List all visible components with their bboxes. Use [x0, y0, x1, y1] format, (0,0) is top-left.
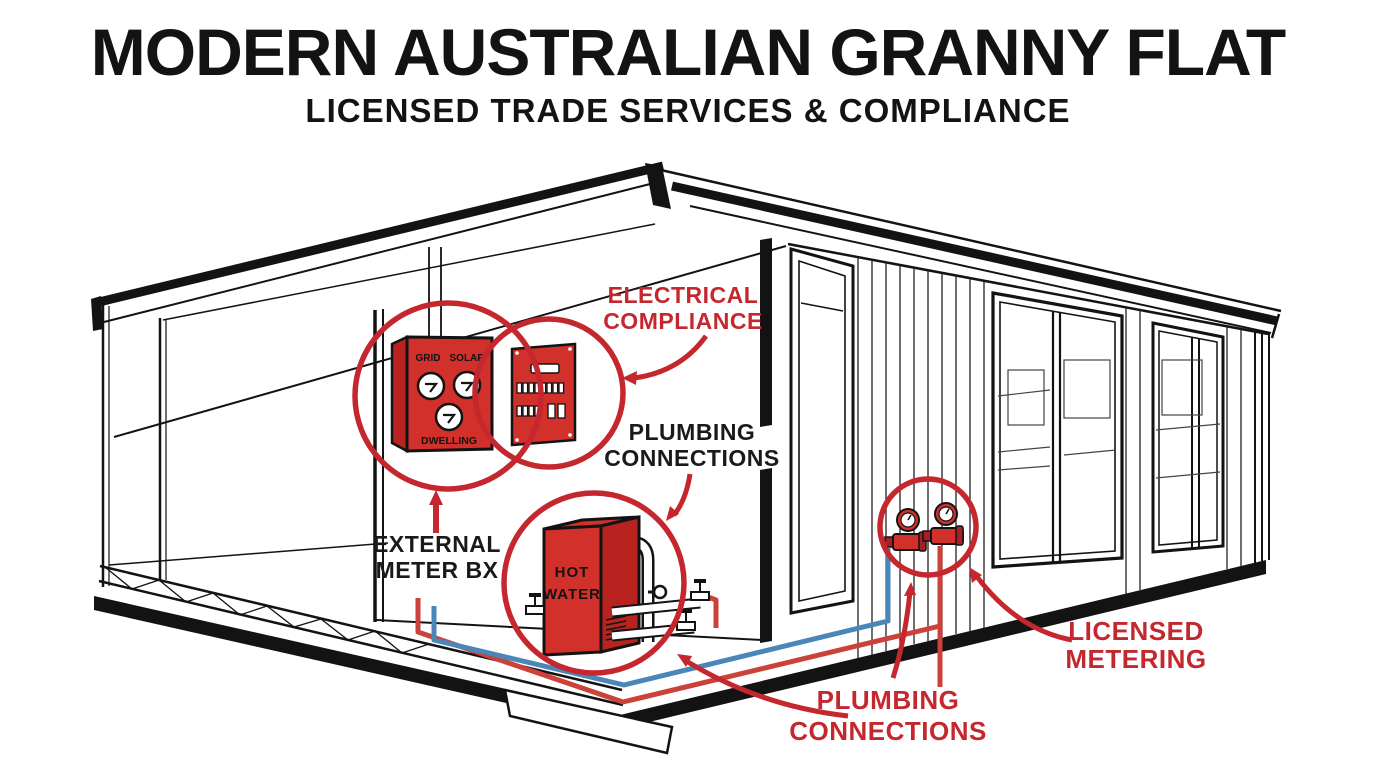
label-licensed-metering: LICENSED METERING: [969, 567, 1206, 674]
plumbing-upper-line1: PLUMBING: [629, 419, 756, 445]
plumbing-lower-arrow-left: [686, 659, 849, 719]
plumbing-valve: [525, 593, 545, 615]
external-meter-line1: EXTERNAL: [373, 531, 501, 557]
page-subtitle: LICENSED TRADE SERVICES & COMPLIANCE: [305, 92, 1071, 129]
meter-dial-dwelling: [434, 402, 464, 432]
label-plumbing-connections-upper: PLUMBING CONNECTIONS: [604, 419, 779, 521]
meter-conduit: [428, 247, 442, 337]
roof-left-endcap: [91, 296, 103, 331]
plumbing-upper-arrow: [672, 473, 693, 517]
electrical-compliance-line1: ELECTRICAL: [608, 282, 759, 308]
header: MODERN AUSTRALIAN GRANNY FLAT LICENSED T…: [0, 16, 1376, 130]
water-meter-gauges: [884, 502, 964, 552]
window-2-shelves: [1155, 359, 1221, 479]
slab-foot: [503, 688, 674, 755]
meter-grid-label: GRID: [416, 353, 441, 364]
plumbing-valve: [676, 609, 696, 631]
licensed-metering-arrow: [976, 576, 1073, 643]
plumbing-lower-arrow-up: [890, 591, 913, 679]
hw-label-line2: WATER: [543, 586, 601, 603]
water-meter-2: [922, 502, 964, 546]
plumbing-valves: [525, 579, 710, 631]
window-1-shelves: [997, 359, 1117, 471]
meter-dwelling-label: DWELLING: [421, 435, 477, 447]
hot-water-unit: HOT WATER: [542, 515, 701, 657]
label-electrical-compliance: ELECTRICAL COMPLIANCE: [603, 282, 763, 385]
highlight-ring-switchboard: [472, 316, 626, 470]
page-title: MODERN AUSTRALIAN GRANNY FLAT: [90, 15, 1286, 89]
roof-ridge-block: [645, 163, 671, 209]
hw-label-line1: HOT: [555, 564, 590, 581]
meter-solar-label: SOLAR: [450, 353, 486, 364]
licensed-metering-line1: LICENSED: [1068, 616, 1203, 646]
meter-dial-grid: [416, 371, 446, 401]
window-2: [1151, 321, 1225, 554]
entry-door: [789, 247, 855, 615]
window-1: [991, 291, 1124, 569]
plumbing-lower-line1: PLUMBING: [817, 685, 960, 715]
corner-post: [760, 238, 772, 643]
electrical-compliance-line2: COMPLIANCE: [603, 308, 763, 334]
breaker-row-1: [516, 382, 565, 394]
plumbing-upper-line2: CONNECTIONS: [604, 445, 779, 471]
hw-vent-slats: [605, 615, 627, 641]
label-external-meter-box: EXTERNAL METER BX: [373, 490, 501, 583]
pipe-red-hot: [415, 546, 943, 705]
skillion-roof: [91, 161, 1282, 339]
external-meter-box: GRID SOLAR DWELLING: [390, 335, 494, 454]
pipes: [415, 546, 943, 705]
hw-valve-wheel: [652, 584, 668, 600]
wall-cladding: [857, 257, 1270, 658]
pipe-blue-cold: [431, 548, 891, 688]
plumbing-valve: [690, 579, 710, 601]
foundation-base: [94, 560, 1266, 755]
corner-trim: [1254, 331, 1270, 563]
highlight-ring-hot-water: [501, 490, 687, 676]
water-meter-1: [884, 508, 927, 552]
highlight-ring-meter-box: [352, 300, 544, 492]
electrical-compliance-arrow: [633, 334, 709, 381]
plumbing-lower-line2: CONNECTIONS: [789, 716, 987, 746]
highlight-ring-metering: [877, 476, 979, 578]
external-meter-line2: METER BX: [376, 557, 499, 583]
label-plumbing-connections-lower: PLUMBING CONNECTIONS: [677, 582, 987, 746]
licensed-metering-line2: METERING: [1065, 644, 1206, 674]
